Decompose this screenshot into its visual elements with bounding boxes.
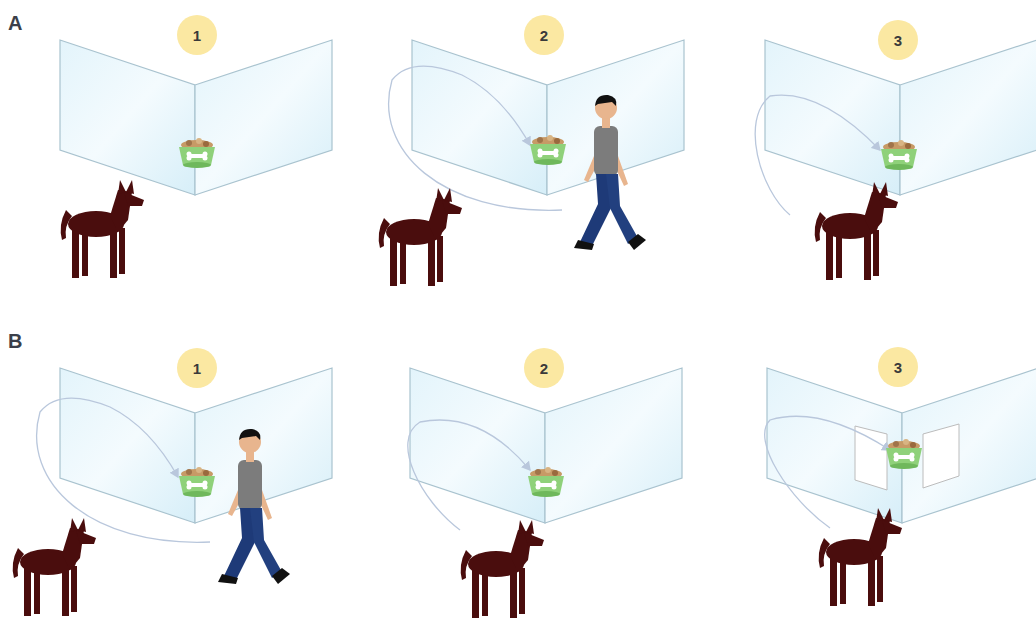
step-number-circle: 3 <box>878 347 918 387</box>
panel-letter: A <box>8 12 22 35</box>
step-number: 1 <box>193 360 201 377</box>
step-number-circle: 1 <box>177 15 217 55</box>
step-number: 2 <box>540 360 548 377</box>
step-number-circle: 1 <box>177 348 217 388</box>
step-number: 3 <box>894 32 902 49</box>
step-number-circle: 2 <box>524 15 564 55</box>
step-number-circle: 3 <box>878 20 918 60</box>
step-number: 2 <box>540 27 548 44</box>
step-number: 3 <box>894 359 902 376</box>
step-number: 1 <box>193 27 201 44</box>
step-number-circle: 2 <box>524 348 564 388</box>
panel-letter: B <box>8 330 22 353</box>
